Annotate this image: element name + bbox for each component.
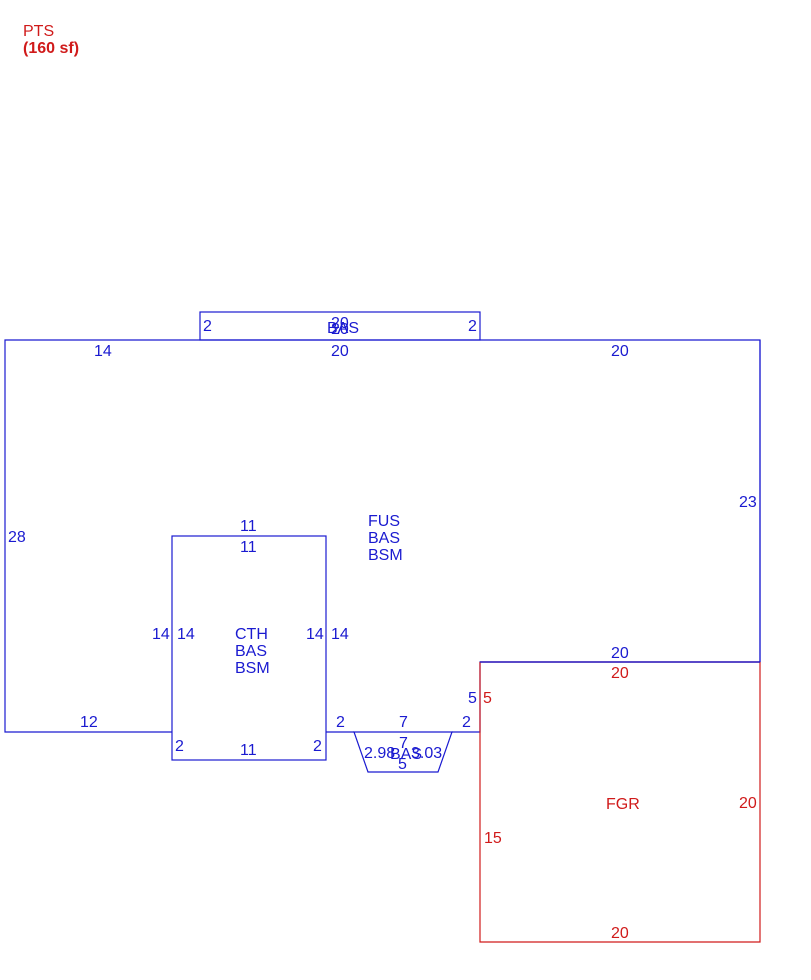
dim-main-top-right: 20 xyxy=(611,343,629,360)
dim-cth-right-inner: 14 xyxy=(306,626,324,643)
dim-bay-top: 7 xyxy=(399,735,408,752)
dim-top-bump-right: 2 xyxy=(468,318,477,335)
dim-main-bottom-seg-c: 2 xyxy=(462,714,471,731)
dim-top-bump-inner: 20 xyxy=(331,321,349,338)
dim-main-bottom-left: 12 xyxy=(80,714,98,731)
dim-bay-left: 2.98 xyxy=(364,745,395,762)
bay-outline xyxy=(353,731,453,773)
dim-garage-step: 5 xyxy=(483,690,492,707)
dim-main-left: 28 xyxy=(8,529,26,546)
dim-main-right: 23 xyxy=(739,494,757,511)
dim-main-top-mid: 20 xyxy=(331,343,349,360)
dim-main-bottom-seg-b: 7 xyxy=(399,714,408,731)
dim-garage-top: 20 xyxy=(611,665,629,682)
dim-main-garage-top: 20 xyxy=(611,645,629,662)
area-cth-bsm: BSM xyxy=(235,660,270,677)
dim-cth-bottom-right: 2 xyxy=(313,738,322,755)
pts-area: (160 sf) xyxy=(23,40,79,57)
dim-cth-bottom-left: 2 xyxy=(175,738,184,755)
area-main-bas: BAS xyxy=(368,530,400,547)
dim-cth-top-inner: 11 xyxy=(240,539,257,556)
area-garage: FGR xyxy=(606,796,640,813)
area-top-bump: BAS xyxy=(327,320,359,337)
dim-garage-right: 20 xyxy=(739,795,757,812)
dim-cth-left-outer: 14 xyxy=(152,626,170,643)
dim-garage-left: 15 xyxy=(484,830,502,847)
area-main-bsm: BSM xyxy=(368,547,403,564)
dim-main-bottom-seg-a: 2 xyxy=(336,714,345,731)
dim-top-bump-top: 20 xyxy=(331,315,349,332)
cth-outline xyxy=(171,535,327,761)
dim-cth-left-inner: 14 xyxy=(177,626,195,643)
dim-main-top-left: 14 xyxy=(94,343,112,360)
dim-cth-right-outer: 14 xyxy=(331,626,349,643)
area-cth-bas: BAS xyxy=(235,643,267,660)
area-main-fus: FUS xyxy=(368,513,400,530)
dim-bay-bottom: 5 xyxy=(398,756,407,773)
dim-bay-right: 3.03 xyxy=(411,745,442,762)
area-cth-cth: CTH xyxy=(235,626,268,643)
dim-main-garage-step: 5 xyxy=(468,690,477,707)
dim-garage-bottom: 20 xyxy=(611,925,629,942)
area-bay: BAS xyxy=(390,746,422,763)
pts-label: PTS xyxy=(23,23,54,40)
dim-cth-top-outer: 11 xyxy=(240,518,257,535)
dim-cth-bottom: 11 xyxy=(240,742,257,759)
dim-top-bump-left: 2 xyxy=(203,318,212,335)
